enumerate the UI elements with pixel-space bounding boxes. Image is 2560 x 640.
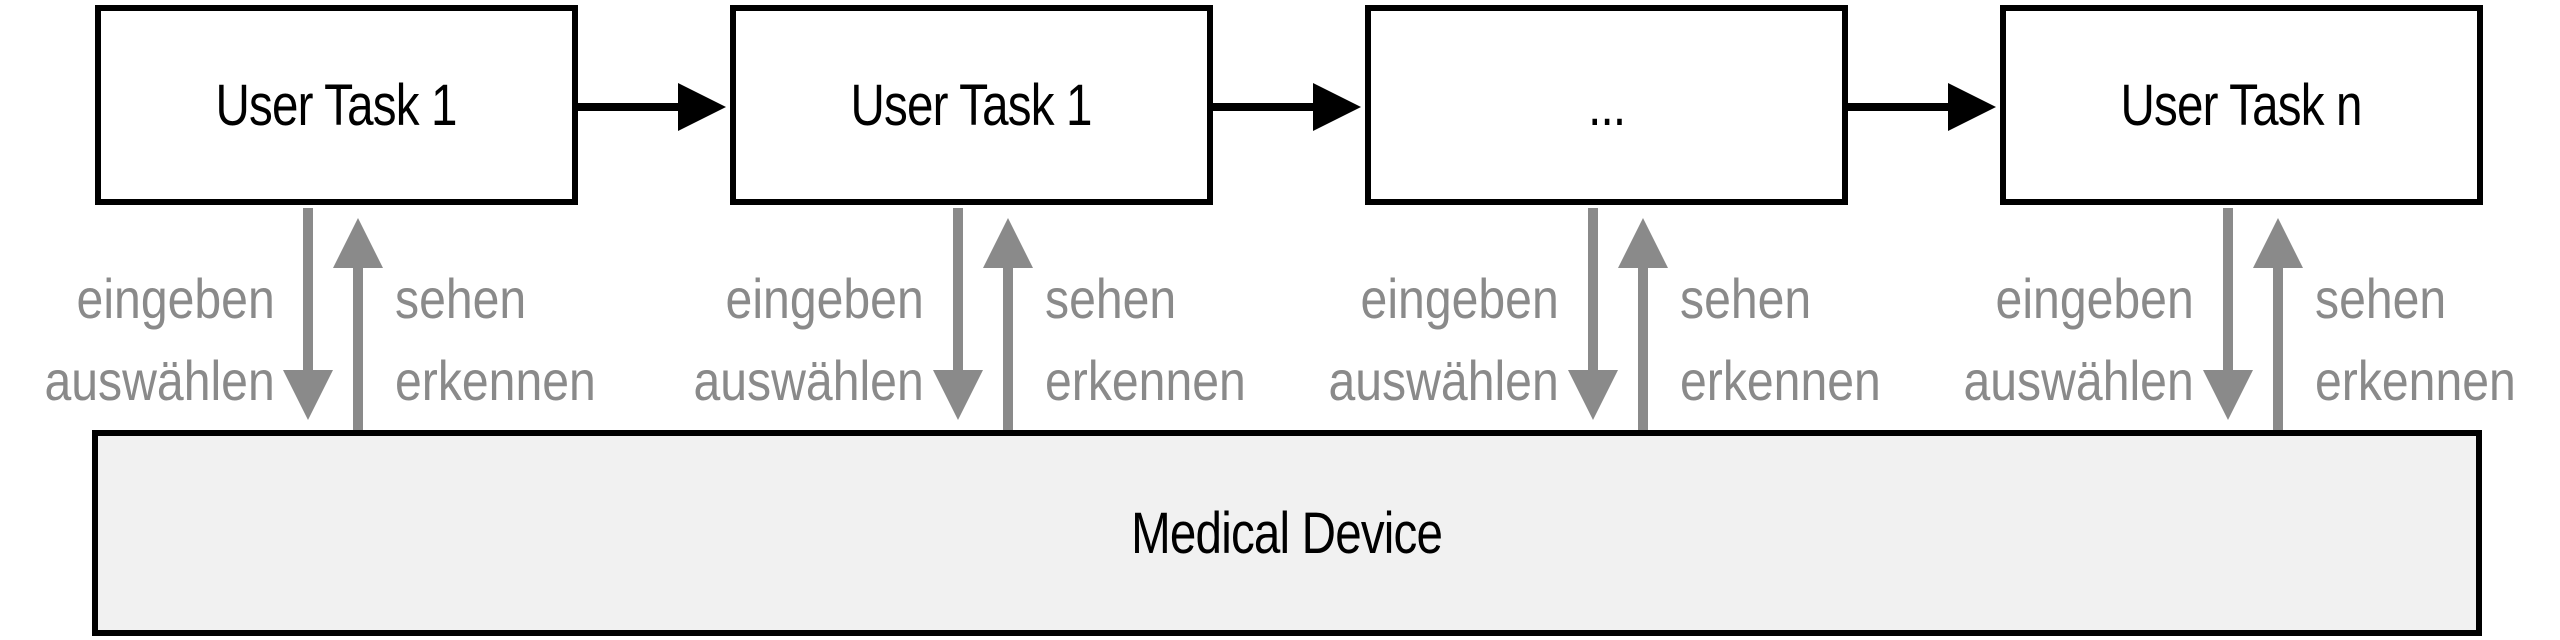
task-label-3: ... (1587, 72, 1626, 138)
task-box-3: ... (1365, 5, 1848, 205)
task-label-2: User Task 1 (850, 72, 1093, 138)
medical-device-box: Medical Device (92, 430, 2482, 636)
output-line1-label: sehen (395, 267, 527, 330)
input-label-3: eingeben auswählen (1291, 258, 1559, 422)
input-line1-label: eingeben (76, 267, 275, 330)
task-box-2: User Task 1 (730, 5, 1213, 205)
output-label-2: sehen erkennen (1045, 258, 1279, 422)
task-box-4: User Task n (2000, 5, 2483, 205)
output-line1-label: sehen (1680, 267, 1812, 330)
medical-device-label: Medical Device (1131, 500, 1443, 566)
output-label-1: sehen erkennen (395, 258, 629, 422)
input-line1-label: eingeben (1360, 267, 1559, 330)
task-label-1: User Task 1 (215, 72, 458, 138)
input-label-1: eingeben auswählen (7, 258, 275, 422)
input-label-2: eingeben auswählen (656, 258, 924, 422)
task-box-1: User Task 1 (95, 5, 578, 205)
input-label-4: eingeben auswählen (1926, 258, 2194, 422)
output-line1-label: sehen (1045, 267, 1177, 330)
output-line2-label: erkennen (1680, 349, 1881, 412)
input-line1-label: eingeben (1995, 267, 2194, 330)
task-label-4: User Task n (2120, 72, 2363, 138)
output-line2-label: erkennen (2315, 349, 2516, 412)
output-label-4: sehen erkennen (2315, 258, 2549, 422)
input-line1-label: eingeben (725, 267, 924, 330)
output-line2-label: erkennen (1045, 349, 1246, 412)
input-line2-label: auswählen (1328, 349, 1559, 412)
output-line1-label: sehen (2315, 267, 2447, 330)
input-line2-label: auswählen (693, 349, 924, 412)
input-line2-label: auswählen (1963, 349, 2194, 412)
output-label-3: sehen erkennen (1680, 258, 1914, 422)
input-line2-label: auswählen (44, 349, 275, 412)
output-line2-label: erkennen (395, 349, 596, 412)
